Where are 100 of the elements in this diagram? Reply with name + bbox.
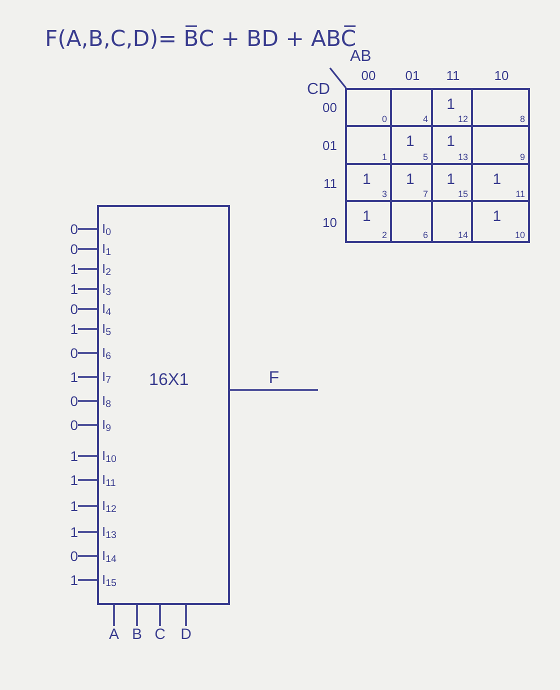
mux-label: 16X1 — [149, 370, 189, 390]
wire — [78, 531, 99, 533]
wire — [78, 228, 99, 230]
wire — [78, 400, 99, 402]
column-header: 10 — [494, 68, 509, 84]
minterm-index: 9 — [520, 152, 525, 162]
minterm-index: 13 — [458, 152, 468, 162]
wire — [78, 579, 99, 581]
wire — [230, 389, 318, 391]
minterm-index: 8 — [520, 114, 525, 124]
cell-value: 1 — [446, 133, 456, 150]
wire — [78, 555, 99, 557]
variable-label: AB — [350, 48, 372, 66]
cell-value: 1 — [362, 171, 371, 188]
kmap-cell — [392, 165, 433, 202]
wire — [78, 479, 99, 481]
pin-label: I$_{10}$ — [99, 447, 116, 465]
select-label: C — [154, 626, 166, 644]
kmap-cell — [392, 88, 433, 127]
wire — [113, 605, 115, 626]
pin-label: I$_{1}$ — [99, 240, 112, 258]
minterm-index: 15 — [458, 189, 468, 199]
minterm-index: 14 — [458, 230, 468, 240]
wire — [78, 268, 99, 270]
kmap-cell — [473, 165, 530, 202]
pin-label: I$_{4}$ — [99, 300, 112, 318]
input-value: 1 — [70, 260, 78, 278]
row-header: 10 — [322, 214, 337, 232]
wire — [78, 424, 99, 426]
pin-label: I$_{13}$ — [99, 523, 116, 541]
select-label: B — [132, 626, 142, 644]
row-header: 01 — [322, 137, 337, 155]
kmap-cell — [433, 165, 473, 202]
cell-value: 1 — [406, 171, 414, 188]
kmap-cell — [345, 165, 392, 202]
wire — [185, 605, 187, 626]
mux-box — [97, 205, 230, 605]
kmap-cell — [392, 127, 433, 165]
input-value: 1 — [70, 571, 78, 589]
column-header: 11 — [446, 68, 460, 84]
cell-value: 1 — [446, 96, 456, 113]
kmap-cell — [392, 202, 433, 243]
cell-value: 1 — [446, 171, 456, 188]
input-value: 1 — [70, 368, 78, 386]
select-label: D — [180, 626, 192, 644]
wire — [136, 605, 138, 626]
minterm-index: 6 — [422, 230, 428, 240]
minterm-index: 10 — [514, 230, 525, 240]
input-value: 0 — [70, 300, 78, 318]
pin-label: I$_{9}$ — [99, 416, 112, 434]
column-header: 00 — [361, 68, 376, 84]
input-value: 0 — [70, 344, 78, 362]
kmap-cell — [345, 88, 392, 127]
wire — [78, 328, 99, 330]
pin-label: I$_{6}$ — [99, 344, 112, 362]
minterm-index: 7 — [422, 189, 428, 199]
wire — [78, 352, 99, 354]
minterm-index: 12 — [458, 114, 468, 124]
minterm-index: 1 — [382, 152, 387, 162]
input-value: 1 — [70, 320, 78, 338]
kmap-cell — [473, 88, 530, 127]
minterm-index: 3 — [382, 189, 387, 199]
pin-label: I$_{8}$ — [99, 392, 112, 410]
kmap-cell — [433, 127, 473, 165]
input-value: 0 — [70, 547, 78, 565]
input-value: 0 — [70, 416, 78, 434]
minterm-index: 2 — [382, 230, 387, 240]
wire — [78, 248, 99, 250]
input-value: 0 — [70, 392, 78, 410]
input-value: 1 — [70, 471, 78, 489]
cell-value: 1 — [492, 208, 502, 225]
kmap-cell — [433, 202, 473, 243]
minterm-index: 11 — [516, 189, 525, 199]
column-header: 01 — [405, 68, 420, 84]
pin-label: I$_{2}$ — [99, 260, 112, 278]
pin-label: I$_{3}$ — [99, 280, 112, 298]
kmap-cell — [433, 88, 473, 127]
pin-label: I$_{15}$ — [99, 571, 116, 589]
input-value: 1 — [70, 497, 78, 515]
cell-value: 1 — [362, 208, 371, 225]
wire — [159, 605, 161, 626]
wire — [78, 376, 99, 378]
pin-label: I$_{5}$ — [99, 320, 112, 338]
pin-label: I$_{14}$ — [99, 547, 116, 565]
wire — [78, 505, 99, 507]
minterm-index: 5 — [422, 152, 428, 162]
kmap-cell — [473, 202, 530, 243]
select-label: A — [109, 626, 119, 644]
wire — [78, 288, 99, 290]
kmap-cell — [473, 127, 530, 165]
input-value: 0 — [70, 220, 78, 238]
kmap-cell — [345, 127, 392, 165]
edge-label: F — [268, 368, 280, 388]
wire — [78, 455, 99, 457]
input-value: 1 — [70, 523, 78, 541]
kmap-cell — [345, 202, 392, 243]
input-value: 0 — [70, 240, 78, 258]
cell-value: 1 — [406, 133, 414, 150]
pin-label: I$_{12}$ — [99, 497, 116, 515]
pin-label: I$_{11}$ — [99, 471, 116, 489]
